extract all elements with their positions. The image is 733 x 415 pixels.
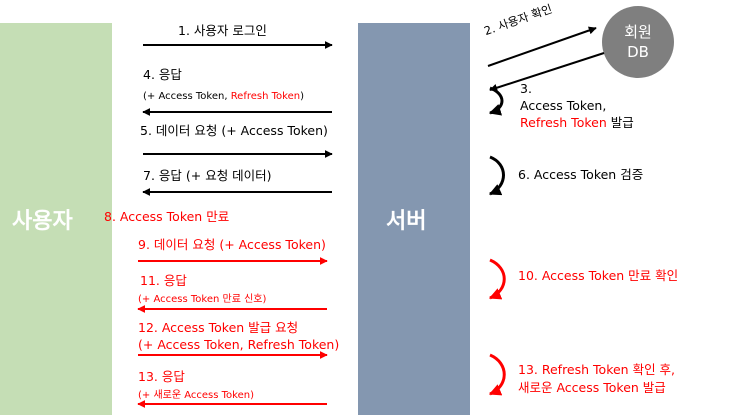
label-step4-refresh: Refresh Token bbox=[230, 91, 301, 102]
db-label-line2: DB bbox=[627, 43, 649, 61]
label-step3-num: 3. bbox=[520, 81, 532, 96]
label-step13-response-detail: (+ 새로운 Access Token) bbox=[138, 390, 255, 401]
arrow-step3-return bbox=[489, 52, 605, 92]
label-step3-issue: 발급 bbox=[606, 115, 634, 130]
label-step12-line2: (+ Access Token, Refresh Token) bbox=[138, 337, 340, 352]
label-step6: 6. Access Token 검증 bbox=[518, 167, 644, 182]
user-column bbox=[0, 23, 112, 415]
label-step11-title: 11. 응답 bbox=[140, 273, 187, 288]
label-step3: 3. Access Token, Refresh Token 발급 bbox=[520, 80, 634, 131]
label-step13-line1: 13. Refresh Token 확인 후, bbox=[518, 362, 676, 377]
label-step10: 10. Access Token 만료 확인 bbox=[518, 268, 679, 283]
arc-step3 bbox=[488, 86, 504, 116]
label-step4-title: 4. 응답 bbox=[143, 67, 182, 82]
arc-step10 bbox=[488, 258, 506, 300]
label-step13-line2: 새로운 Access Token 발급 bbox=[518, 380, 666, 395]
server-label: 서버 bbox=[386, 209, 427, 234]
label-step3-line1: Access Token, bbox=[520, 98, 607, 113]
label-step3-refresh: Refresh Token bbox=[520, 115, 607, 130]
server-column bbox=[358, 23, 470, 415]
label-step1: 1. 사용자 로그인 bbox=[178, 23, 267, 38]
label-step4-detail: (+ Access Token, Refresh Token) bbox=[143, 89, 304, 104]
label-step9: 9. 데이터 요청 (+ Access Token) bbox=[138, 237, 326, 252]
label-step5: 5. 데이터 요청 (+ Access Token) bbox=[140, 123, 328, 138]
label-step4-close: ) bbox=[300, 91, 304, 102]
db-label-line1: 회원 bbox=[624, 23, 652, 41]
label-step12-line1: 12. Access Token 발급 요청 bbox=[138, 320, 299, 335]
label-step8: 8. Access Token 만료 bbox=[104, 209, 230, 224]
arrow-step2 bbox=[487, 26, 597, 67]
arc-step6 bbox=[488, 155, 505, 196]
label-step13-response-title: 13. 응답 bbox=[138, 369, 185, 384]
arc-step13 bbox=[488, 353, 506, 396]
label-step11-detail: (+ Access Token 만료 신호) bbox=[138, 294, 267, 305]
user-label: 사용자 bbox=[12, 209, 73, 234]
label-step4-open: (+ Access Token, bbox=[143, 91, 231, 102]
member-db-node: 회원 DB bbox=[602, 6, 674, 78]
label-step7: 7. 응답 (+ 요청 데이터) bbox=[143, 168, 272, 183]
